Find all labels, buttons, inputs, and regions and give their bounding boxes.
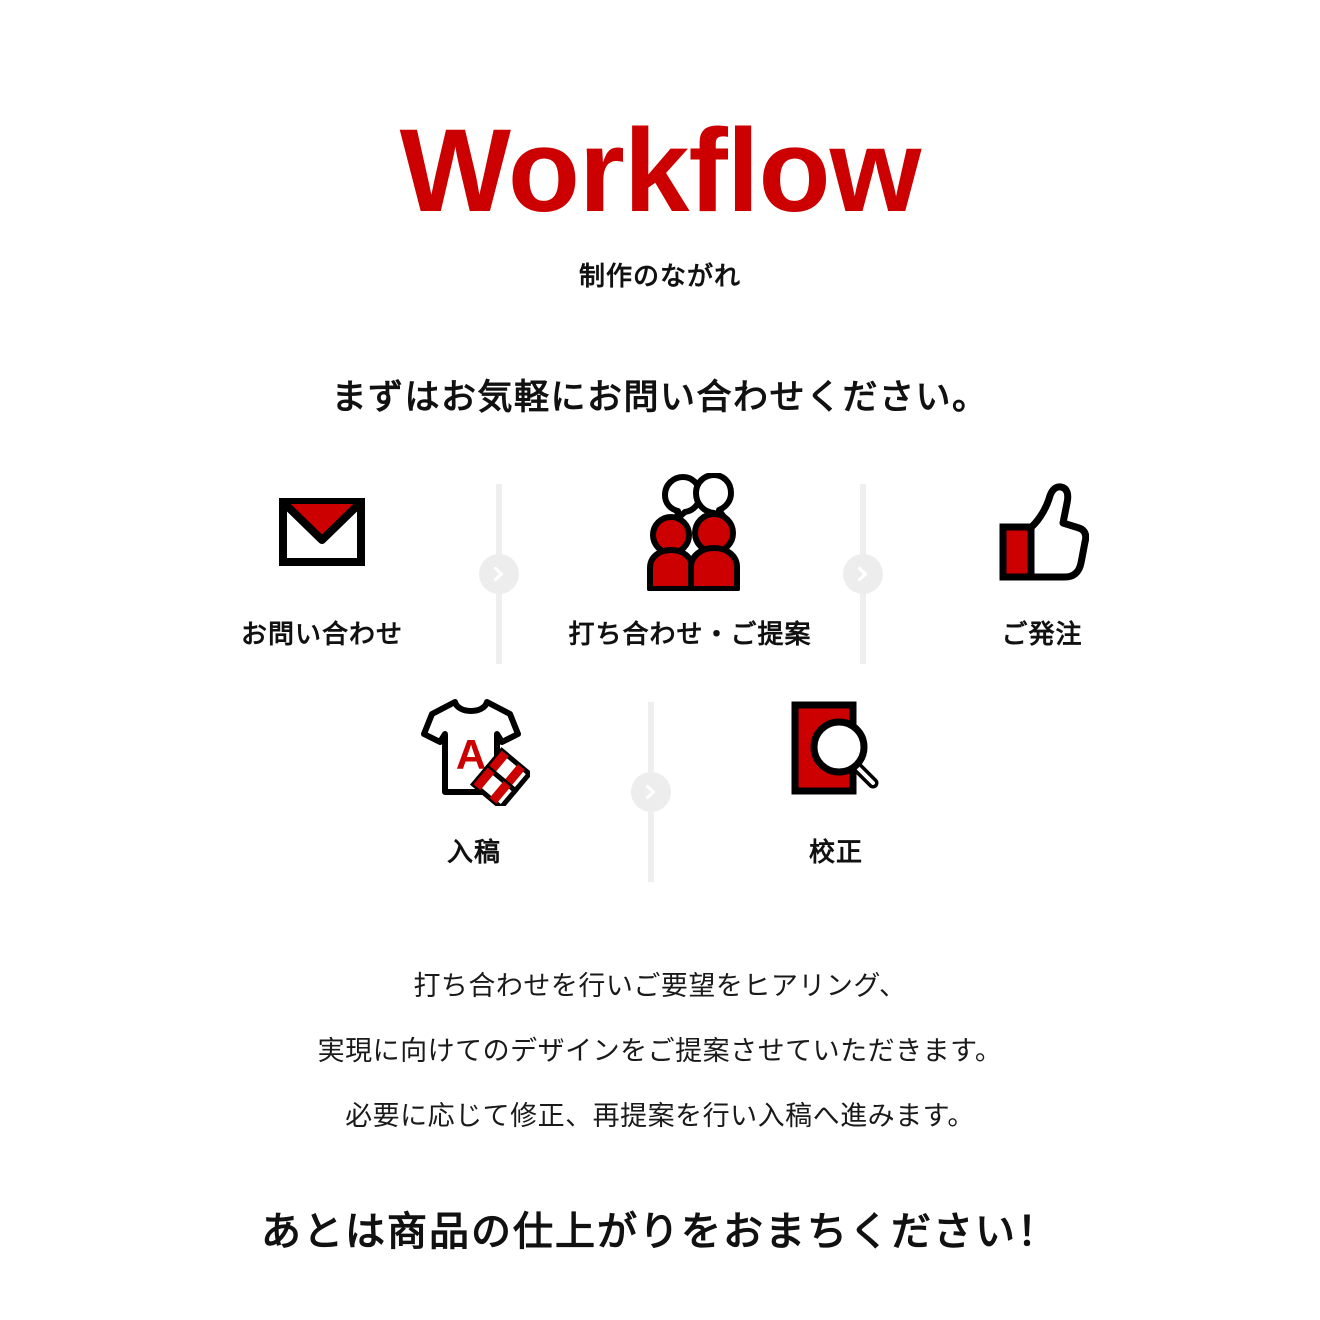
envelope-icon: [192, 472, 452, 592]
proofread-magnifier-icon: [706, 690, 966, 810]
meeting-people-icon: [560, 472, 820, 592]
step-label: 校正: [808, 837, 863, 867]
description-line-2: 実現に向けてのデザインをご提案させていただきます。: [317, 1036, 1003, 1066]
step-label: ご発注: [1001, 619, 1083, 649]
description-block: 打ち合わせを行いご要望をヒアリング、 実現に向けてのデザインをご提案させていただ…: [0, 964, 1320, 1133]
workflow-steps: お問い合わせ 打ち合わせ・ご提案: [0, 472, 1320, 892]
workflow-step-order: ご発注: [912, 472, 1172, 651]
workflow-step-proofread: 校正: [706, 690, 966, 869]
chevron-right-icon: [479, 554, 519, 594]
step-label: 打ち合わせ・ご提案: [568, 619, 812, 649]
tshirt-letter: A: [456, 731, 486, 778]
workflow-step-submission: A 入稿: [344, 690, 604, 869]
description-line-1: 打ち合わせを行いご要望をヒアリング、: [413, 971, 907, 1001]
step-connector-3: [631, 702, 671, 882]
page-subtitle: 制作のながれ: [578, 261, 741, 291]
description-line-3: 必要に応じて修正、再提案を行い入稿へ進みます。: [345, 1101, 975, 1131]
chevron-right-icon: [631, 772, 671, 812]
page-title: Workflow: [399, 105, 922, 237]
thumbs-up-icon: [912, 472, 1172, 592]
chevron-right-icon: [843, 554, 883, 594]
closing-message: あとは商品の仕上がりをおまちください！: [261, 1210, 1059, 1254]
step-label: 入稿: [446, 837, 501, 867]
page-header: Workflow 制作のながれ: [0, 0, 1320, 293]
step-connector-1: [479, 484, 519, 664]
tshirt-design-icon: A: [344, 690, 604, 810]
workflow-step-inquiry: お問い合わせ: [192, 472, 452, 651]
lead-message: まずはお気軽にお問い合わせください。: [331, 378, 989, 417]
step-label: お問い合わせ: [240, 619, 403, 649]
workflow-step-meeting: 打ち合わせ・ご提案: [560, 472, 820, 651]
step-connector-2: [843, 484, 883, 664]
